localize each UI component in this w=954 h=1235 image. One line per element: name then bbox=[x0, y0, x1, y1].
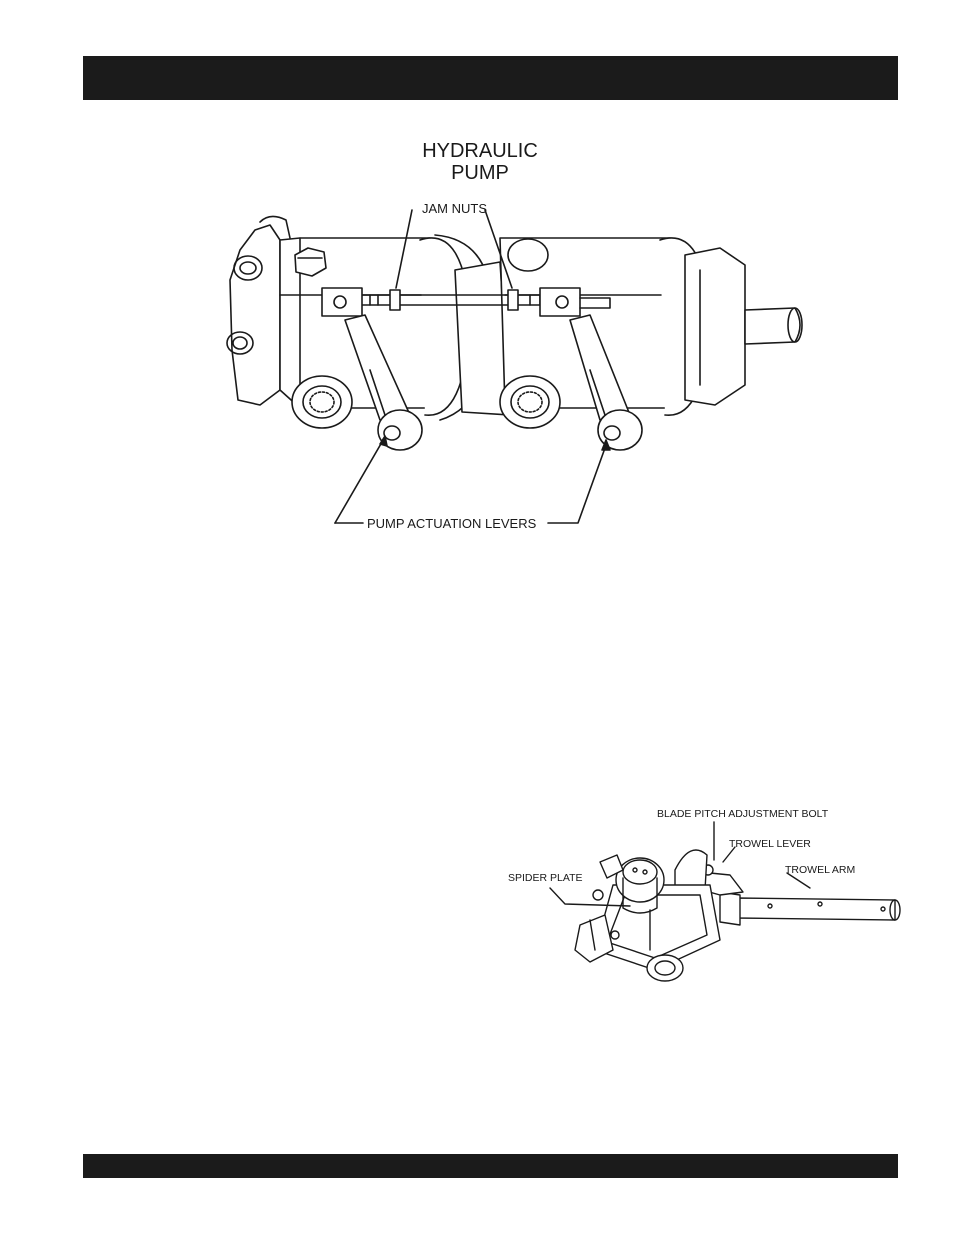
jam-nuts-label: JAM NUTS bbox=[422, 201, 487, 216]
figure-title: HYDRAULIC PUMP bbox=[420, 140, 540, 184]
hydraulic-pump-drawing bbox=[200, 130, 800, 540]
footer-bar bbox=[83, 1154, 898, 1178]
trowel-arm-label: TROWEL ARM bbox=[785, 864, 855, 876]
figure-title-line1: HYDRAULIC bbox=[420, 140, 540, 162]
spider-plate-label: SPIDER PLATE bbox=[508, 872, 583, 884]
trowel-arm-figure: BLADE PITCH ADJUSTMENT BOLT TROWEL LEVER… bbox=[495, 800, 915, 1000]
hydraulic-pump-figure: HYDRAULIC PUMP JAM NUTS PUMP ACTUATION L… bbox=[200, 130, 800, 540]
blade-pitch-adjustment-bolt-label: BLADE PITCH ADJUSTMENT BOLT bbox=[657, 808, 828, 820]
header-bar bbox=[83, 56, 898, 100]
trowel-arm-drawing bbox=[495, 800, 915, 1000]
trowel-lever-label: TROWEL LEVER bbox=[729, 838, 811, 850]
pump-actuation-levers-label: PUMP ACTUATION LEVERS bbox=[367, 516, 536, 531]
figure-title-line2: PUMP bbox=[420, 162, 540, 184]
